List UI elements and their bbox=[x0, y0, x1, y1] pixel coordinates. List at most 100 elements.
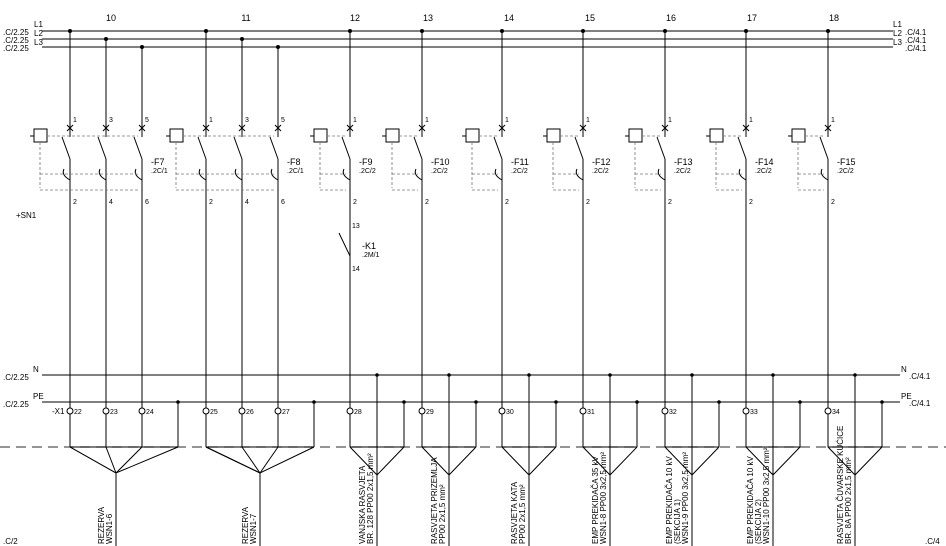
terminal-number: 23 bbox=[110, 409, 118, 416]
terminal-number: 22 bbox=[74, 409, 82, 416]
bottom-ref: .C/4 bbox=[925, 537, 940, 546]
cable-label-line: WSN1-8 PP00 3x2,5 mm² bbox=[599, 452, 608, 544]
breaker-blade bbox=[197, 136, 207, 160]
junction-dot bbox=[744, 29, 748, 33]
cable-label-line: REZERVA bbox=[97, 506, 106, 544]
breaker-f9: 1 2 -F9.2C/2 bbox=[310, 29, 376, 410]
terminal bbox=[238, 407, 246, 415]
junction-dot bbox=[240, 37, 244, 41]
terminal bbox=[418, 407, 426, 415]
column-number: 14 bbox=[504, 13, 514, 23]
junction-dot bbox=[375, 373, 379, 377]
neutral-ref: .C/2.25 bbox=[3, 373, 29, 382]
junction-dot bbox=[880, 400, 884, 404]
terminal bbox=[742, 407, 750, 415]
terminal-number: 29 bbox=[426, 409, 434, 416]
breaker-name: -F8 bbox=[287, 157, 301, 167]
breaker-name: -F9 bbox=[359, 157, 373, 167]
column-number: 11 bbox=[241, 13, 250, 23]
junction-dot bbox=[176, 400, 180, 404]
contactor-blade bbox=[338, 232, 351, 257]
breaker-name: -F10 bbox=[431, 157, 450, 167]
breaker-pin: 1 bbox=[668, 117, 672, 124]
cable-label: EMP PREKIDAČA 10 kV(SEKCIJA 1)WSN1-9 PP0… bbox=[665, 452, 690, 544]
junction-dot bbox=[690, 373, 694, 377]
breaker-pin: 1 bbox=[749, 117, 753, 124]
junction-dot bbox=[402, 400, 406, 404]
cable-group: EMP PREKIDAČA 10 kV(SEKCIJA 2)WSN1-10 PP… bbox=[745, 373, 802, 546]
junction-dot bbox=[204, 29, 208, 33]
breaker-blade bbox=[819, 136, 829, 160]
breakers: 123456-F7.2C/1123456-F8.2C/112-F9.2C/212… bbox=[30, 29, 856, 410]
cable-label: EMP PREKIDAČA 10 kV(SEKCIJA 2)WSN1-10 PP… bbox=[746, 447, 771, 544]
breaker-pin: 6 bbox=[145, 199, 149, 206]
breaker-blade bbox=[656, 136, 666, 160]
breaker-trip-curve bbox=[270, 168, 279, 181]
contactor-name: -K1 bbox=[362, 241, 376, 251]
breaker-cross-mark bbox=[824, 124, 832, 132]
phase-label: L2 bbox=[893, 29, 902, 38]
cable-label-line: RASVJETA ČUVARSKE KUĆICE bbox=[836, 426, 845, 544]
junction-dot bbox=[581, 29, 585, 33]
junction-dot bbox=[420, 29, 424, 33]
terminal-number: 26 bbox=[246, 409, 254, 416]
breaker-ref: .2C/1 bbox=[151, 168, 168, 175]
breaker-trip-curve bbox=[198, 168, 207, 181]
cable-label-line: EMP PREKIDAČA 10 kV bbox=[665, 455, 674, 544]
terminal bbox=[274, 407, 282, 415]
phase-label: L1 bbox=[893, 20, 902, 29]
terminal bbox=[579, 407, 587, 415]
breaker-blade bbox=[233, 136, 243, 160]
neutral-ref: .C/4.1 bbox=[909, 372, 931, 381]
column-number: 12 bbox=[350, 13, 360, 23]
breaker-cross-mark bbox=[579, 124, 587, 132]
contactor-pin: 13 bbox=[352, 223, 360, 230]
terminal bbox=[661, 407, 669, 415]
breaker-pin: 2 bbox=[668, 199, 672, 206]
terminal bbox=[102, 407, 110, 415]
breaker-blade bbox=[133, 136, 143, 160]
terminal-number: 32 bbox=[669, 409, 677, 416]
breaker-trip-curve bbox=[342, 168, 351, 181]
breaker-cross-mark bbox=[138, 124, 146, 132]
breaker-pin: 1 bbox=[831, 117, 835, 124]
junction-dot bbox=[798, 400, 802, 404]
cable-label-line: RASVJETA PRIZEMLJA bbox=[430, 457, 439, 544]
terminal bbox=[824, 407, 832, 415]
phase-busbars: L1 L2 L3 .C/2.25 .C/2.25 .C/2.25 L1 L2 L… bbox=[3, 20, 927, 53]
breaker-pin: 2 bbox=[353, 199, 357, 206]
breaker-handle-icon bbox=[465, 128, 480, 143]
junction-dot bbox=[104, 37, 108, 41]
phase-ref: .C/4.1 bbox=[905, 44, 927, 53]
junction-dot bbox=[140, 45, 144, 49]
breaker-ref: .2C/2 bbox=[359, 168, 376, 175]
junction-dot bbox=[717, 400, 721, 404]
breaker-handle-icon bbox=[628, 128, 643, 143]
cable-label-line: PP00 2x1,5 mm² bbox=[518, 484, 527, 544]
terminal-number: 25 bbox=[210, 409, 218, 416]
phase-ref: .C/4.1 bbox=[905, 28, 927, 37]
phase-ref: .C/2.25 bbox=[3, 44, 29, 53]
breaker-cross-mark bbox=[661, 124, 669, 132]
cable-group: EMP PREKIDAČA 10 kV(SEKCIJA 1)WSN1-9 PP0… bbox=[664, 373, 721, 546]
breaker-trip-curve bbox=[134, 168, 143, 181]
junction-dot bbox=[527, 373, 531, 377]
cable-label-line: PP00 2x1,5 mm² bbox=[438, 484, 447, 544]
breaker-blade bbox=[97, 136, 107, 160]
breaker-pin: 5 bbox=[145, 117, 149, 124]
cable-funnel bbox=[205, 446, 315, 474]
breaker-handle-icon bbox=[791, 128, 806, 143]
breaker-pin: 2 bbox=[505, 199, 509, 206]
breaker-pin: 1 bbox=[353, 117, 357, 124]
column-number: 15 bbox=[585, 13, 595, 23]
phase-ref: .C/2.25 bbox=[3, 28, 29, 37]
breaker-f13: 12-F13.2C/2 bbox=[625, 29, 693, 410]
cable-funnel bbox=[205, 446, 261, 474]
cable-label-line: REZERVA bbox=[241, 506, 250, 544]
